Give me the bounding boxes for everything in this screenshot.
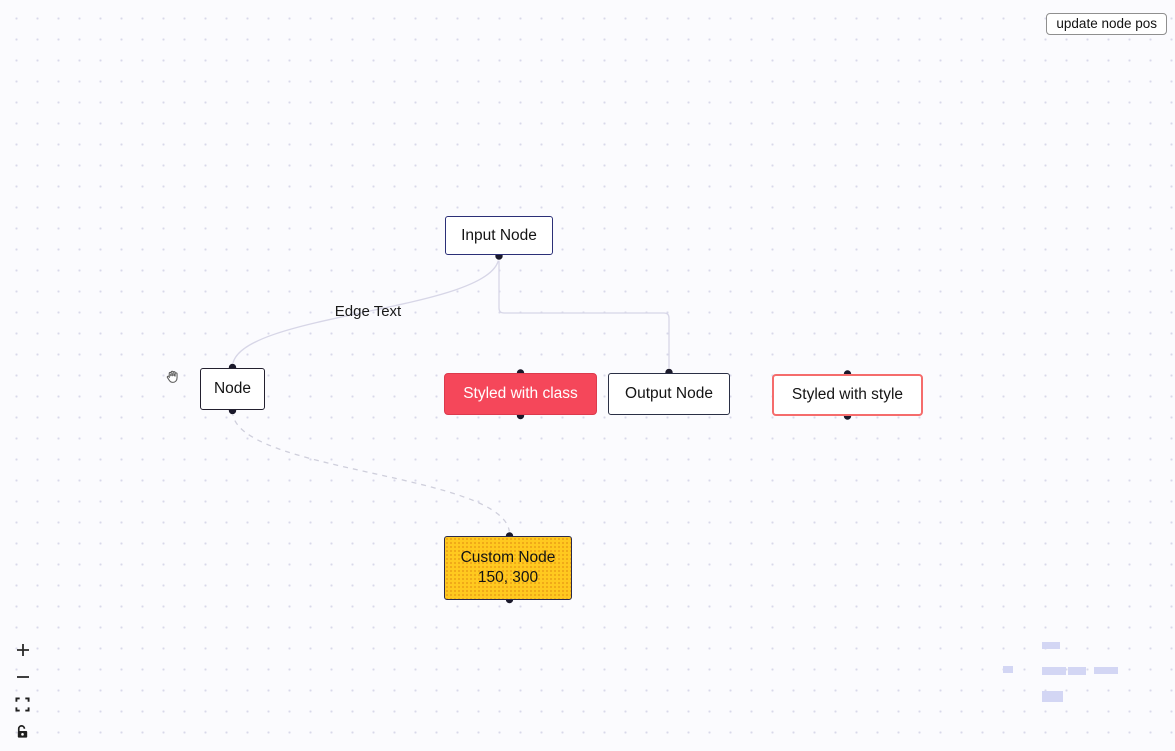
grab-cursor-icon — [166, 370, 178, 383]
node-input[interactable]: Input Node — [445, 216, 553, 255]
minimap[interactable] — [995, 632, 1167, 716]
unlock-icon — [17, 724, 28, 738]
lock-interactivity-button[interactable] — [15, 723, 36, 739]
edge-input-to-node[interactable] — [231, 255, 500, 368]
edge-input-to-output[interactable] — [498, 256, 670, 371]
node-output[interactable]: Output Node — [608, 373, 730, 415]
node-default-label: Node — [213, 380, 252, 397]
minimap-node-output — [1068, 667, 1086, 675]
fit-view-button[interactable] — [15, 696, 36, 712]
minimap-node-styled-with-class — [1042, 667, 1066, 675]
node-styled-with-style[interactable]: Styled with style — [772, 374, 923, 416]
node-custom-label: Custom Node — [460, 549, 556, 566]
minus-icon — [17, 676, 29, 678]
node-output-label: Output Node — [625, 385, 713, 402]
minimap-node-input — [1042, 642, 1060, 649]
node-custom[interactable]: Custom Node 150, 300 — [444, 536, 572, 600]
minimap-node-custom — [1042, 691, 1063, 702]
node-styled-with-style-label: Styled with style — [791, 386, 904, 403]
node-default[interactable]: Node — [200, 368, 265, 410]
minimap-node-styled-with-style — [1094, 667, 1118, 674]
edge-label: Edge Text — [334, 303, 402, 320]
zoom-out-button[interactable] — [15, 669, 36, 685]
zoom-in-button[interactable] — [15, 642, 36, 658]
node-styled-with-class[interactable]: Styled with class — [444, 373, 597, 415]
node-input-label: Input Node — [461, 226, 537, 244]
node-custom-position: 150, 300 — [477, 569, 539, 586]
controls-panel — [15, 642, 36, 739]
fit-view-icon — [15, 696, 30, 712]
node-styled-with-class-label: Styled with class — [463, 385, 578, 402]
minimap-node-default — [1003, 666, 1013, 673]
plus-icon — [17, 644, 29, 656]
update-node-pos-button[interactable]: update node pos — [1046, 13, 1167, 35]
edge-node-to-custom[interactable] — [231, 410, 511, 535]
